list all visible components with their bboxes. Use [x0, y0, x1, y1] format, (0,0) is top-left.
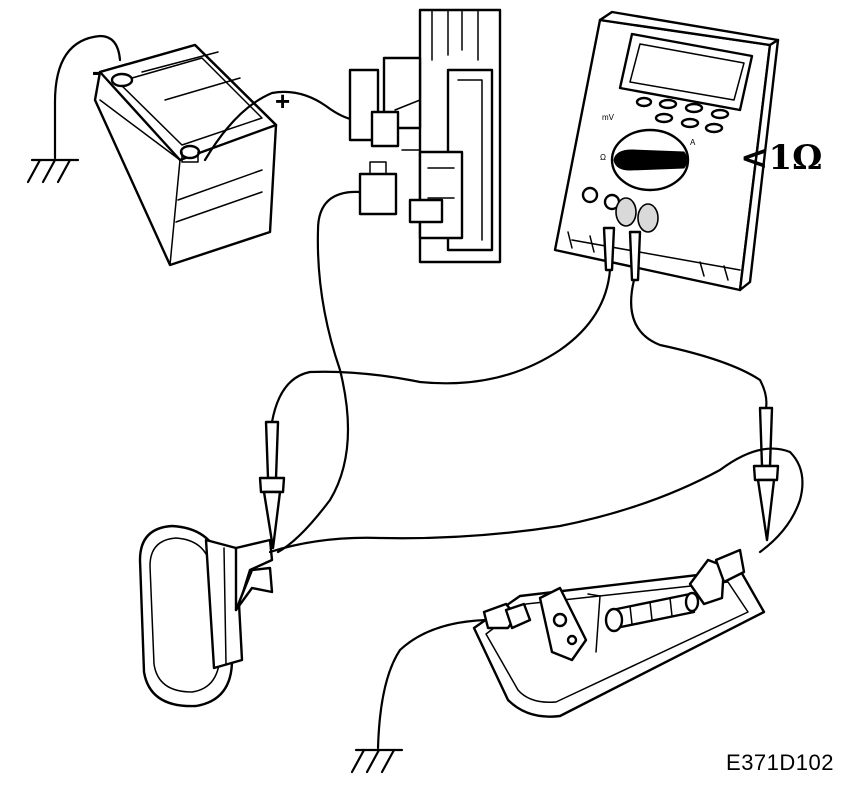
battery-positive-label: + [275, 86, 290, 116]
ground-symbol-icon [26, 34, 122, 184]
svg-text:A: A [690, 138, 696, 147]
svg-text:mV: mV [602, 113, 615, 122]
multimeter-icon: mV A Ω [553, 10, 780, 292]
switch-icon [138, 524, 274, 708]
test-probe-icon [258, 420, 286, 550]
resistance-reading: <1Ω [740, 138, 823, 178]
test-probe-icon [752, 406, 780, 542]
ground-symbol-icon [350, 748, 404, 774]
lamp-unit-icon [472, 548, 766, 718]
figure-reference: E371D102 [726, 750, 834, 775]
battery-icon [93, 43, 278, 267]
fuse-box-icon [348, 8, 502, 264]
svg-text:Ω: Ω [600, 153, 606, 162]
battery-negative-label: - [92, 56, 101, 86]
